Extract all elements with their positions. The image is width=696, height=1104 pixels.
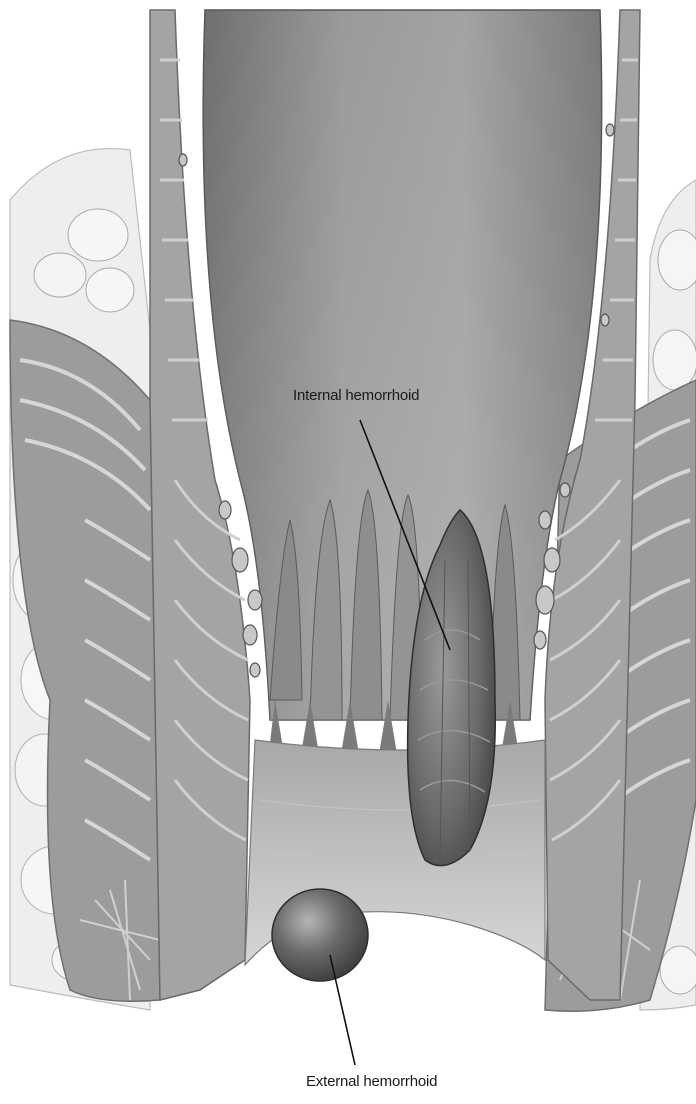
internal-hemorrhoid-label: Internal hemorrhoid (293, 387, 419, 404)
external-hemorrhoid-shape (272, 889, 368, 981)
external-hemorrhoid-label: External hemorrhoid (306, 1073, 437, 1090)
